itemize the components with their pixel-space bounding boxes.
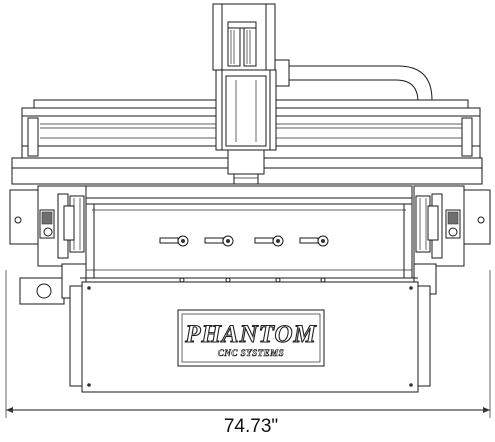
spindle-carriage — [215, 69, 277, 185]
logo-brand-text: PHANTOM — [184, 321, 317, 348]
valve-knob — [254, 235, 284, 247]
valve-row — [159, 235, 329, 283]
right-end-assembly — [413, 185, 491, 295]
valve-knob — [299, 235, 329, 247]
logo-plate: PHANTOM CNC SYSTEMS — [177, 309, 325, 367]
z-axis-column — [212, 3, 276, 71]
logo-subtitle-text: CNC SYSTEMS — [218, 348, 284, 358]
table-body — [80, 185, 418, 279]
width-dimension: 74.73" — [5, 270, 491, 437]
valve-knob — [204, 235, 234, 247]
valve-knob — [159, 235, 189, 247]
dimension-label: 74.73" — [224, 416, 278, 437]
